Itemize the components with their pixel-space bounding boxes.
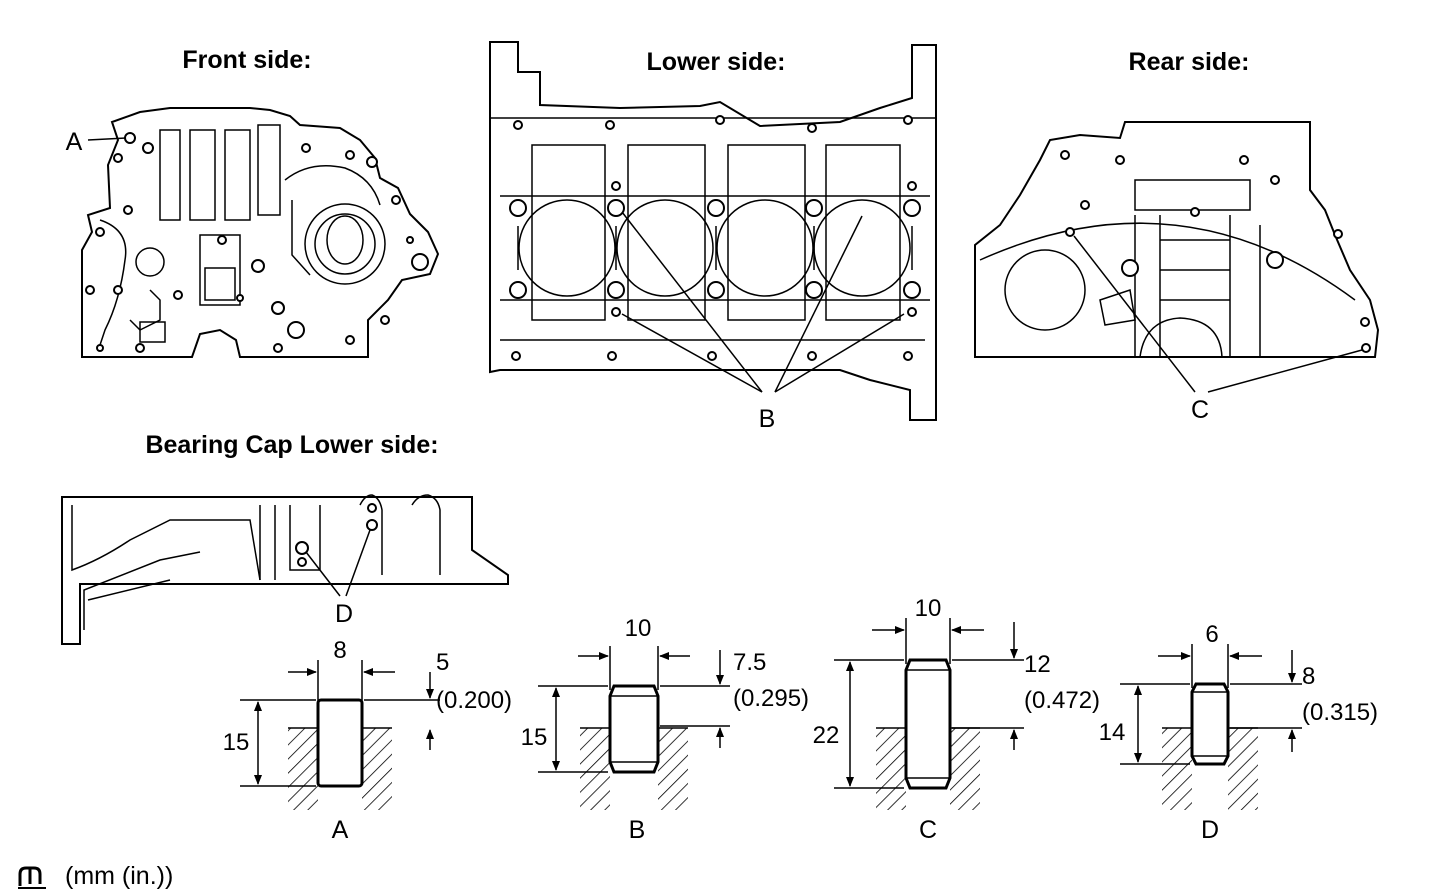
- pin-c-detail: 10 22 12 (0.472) C: [813, 595, 1100, 844]
- pin-a-protrusion: 5: [436, 649, 449, 676]
- pin-d-detail: 6 14 8 (0.315) D: [1099, 621, 1378, 844]
- pin-c-width: 10: [915, 595, 942, 622]
- pin-d-height: 14: [1099, 719, 1126, 746]
- lower-side-title: Lower side:: [647, 48, 786, 76]
- rear-side-title: Rear side:: [1129, 48, 1250, 76]
- pin-b-height: 15: [521, 724, 548, 751]
- pin-d-protrusion: 8: [1302, 663, 1315, 690]
- pin-b-label: B: [629, 816, 646, 844]
- pin-a-protrusion-in: (0.200): [436, 687, 512, 714]
- pin-c-protrusion-in: (0.472): [1024, 687, 1100, 714]
- pin-a-label: A: [332, 816, 349, 844]
- pin-b-detail: 10 15 7.5 (0.295) B: [521, 615, 809, 844]
- pin-b-protrusion-in: (0.295): [733, 685, 809, 712]
- pin-c-label: C: [919, 816, 937, 844]
- pin-d-protrusion-in: (0.315): [1302, 699, 1378, 726]
- pin-c-protrusion: 12: [1024, 651, 1051, 678]
- bearing-cap-title: Bearing Cap Lower side:: [145, 431, 438, 459]
- units-label: (mm (in.)): [65, 862, 173, 890]
- bearing-callout-d: D: [335, 600, 353, 628]
- front-side-title: Front side:: [182, 46, 311, 74]
- front-callout-a: A: [66, 128, 83, 156]
- pin-a-height: 15: [223, 729, 250, 756]
- pin-a-width: 8: [333, 637, 346, 664]
- units-note: (mm (in.)): [18, 862, 173, 890]
- bearing-cap-view: D: [61, 494, 509, 645]
- mm-unit-icon: [18, 866, 46, 889]
- pin-a-detail: 8 15 5 (0.200) A: [223, 637, 512, 844]
- pin-d-width: 6: [1205, 621, 1218, 648]
- pin-c-height: 22: [813, 722, 840, 749]
- lower-side-view: B: [489, 41, 937, 433]
- lower-callout-b: B: [759, 405, 776, 433]
- pin-b-protrusion: 7.5: [733, 649, 766, 676]
- front-side-view: A: [66, 107, 440, 358]
- pin-b-width: 10: [625, 615, 652, 642]
- rear-side-view: C: [974, 121, 1380, 424]
- rear-callout-c: C: [1191, 396, 1209, 424]
- pin-d-label: D: [1201, 816, 1219, 844]
